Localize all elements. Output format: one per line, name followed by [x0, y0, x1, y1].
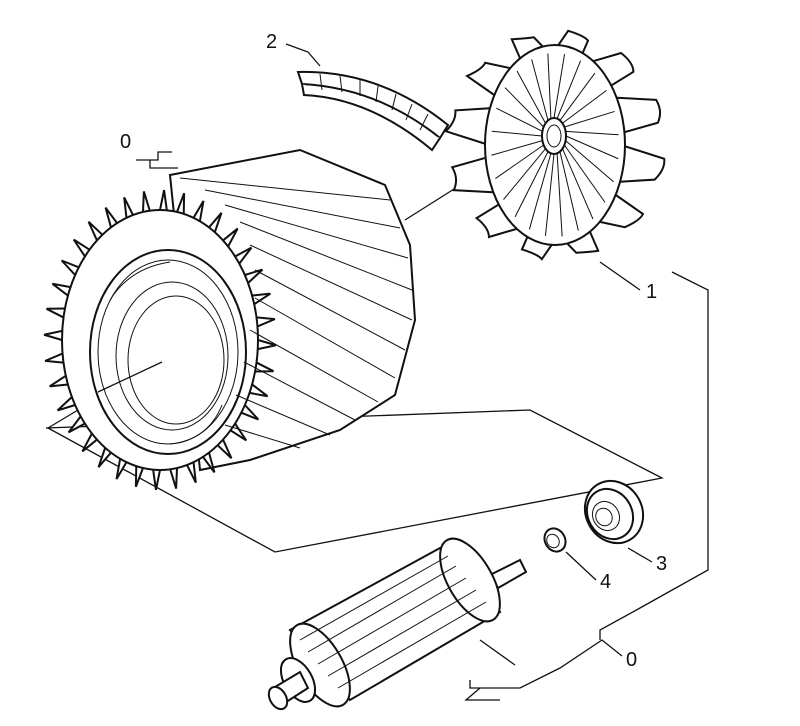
- fan-blade: [586, 51, 635, 90]
- callout-label-ring: 4: [600, 571, 611, 593]
- rotor: [267, 537, 528, 711]
- fan-spoke: [528, 153, 552, 230]
- stator-fin: [51, 282, 71, 297]
- fan-spoke: [559, 151, 579, 231]
- stator-fin: [115, 458, 128, 480]
- fan-spoke: [553, 53, 566, 119]
- fan-blade: [614, 143, 666, 184]
- fan-spoke: [491, 140, 543, 156]
- callout-label-bearing: 3: [656, 553, 667, 575]
- callout-label-segment: 2: [266, 31, 277, 53]
- fan-spoke: [516, 70, 546, 124]
- fan-spoke: [559, 72, 596, 121]
- fan-spoke: [514, 151, 549, 218]
- stator-fin: [46, 307, 65, 319]
- callout-label-fan: 1: [646, 281, 657, 303]
- stator-fin: [123, 196, 134, 218]
- fan-spoke: [565, 130, 619, 136]
- stator-fin: [222, 227, 239, 247]
- stator-fin: [43, 329, 63, 341]
- fan-spoke: [556, 60, 582, 119]
- stator-fin: [256, 316, 276, 328]
- stator-fin: [176, 192, 186, 214]
- fan-spoke: [504, 87, 544, 128]
- stator-housing: [43, 148, 417, 491]
- fan-spoke: [491, 130, 543, 137]
- stator-fin: [234, 246, 253, 265]
- stator-fin: [134, 466, 144, 488]
- retaining-ring: [543, 527, 567, 553]
- fan-spoke: [496, 107, 543, 132]
- stator-fin: [152, 469, 161, 491]
- fan-spoke: [495, 144, 544, 179]
- fan-blade: [474, 200, 524, 239]
- fan-blade: [510, 36, 549, 65]
- fan-spoke: [562, 148, 594, 220]
- fan-blade: [561, 225, 600, 254]
- segment-part: [296, 70, 450, 152]
- fan-wheel: [443, 29, 666, 261]
- stator-fin: [257, 339, 277, 351]
- stator-fin: [104, 206, 118, 228]
- stator-fin: [186, 462, 197, 484]
- stator-fin: [81, 433, 98, 453]
- stator-fin: [60, 259, 80, 276]
- fan-spoke: [562, 89, 607, 124]
- stator-fin: [192, 200, 205, 222]
- stator-fin: [249, 383, 269, 398]
- stator-fin: [169, 467, 179, 489]
- fan-spoke: [503, 148, 546, 200]
- fan-spoke: [556, 153, 563, 237]
- stator-fin: [244, 268, 264, 284]
- fan-spoke: [563, 144, 606, 203]
- stator-fin: [97, 447, 112, 468]
- fan-spoke: [531, 59, 549, 121]
- fan-spoke: [565, 135, 619, 160]
- stator-fin: [202, 452, 216, 474]
- stator-fin: [44, 352, 64, 364]
- stator-fin: [67, 415, 86, 434]
- fan-spoke: [565, 140, 614, 183]
- stator-fin: [208, 212, 223, 233]
- ball-bearing: [583, 479, 645, 545]
- fan-spoke: [564, 110, 615, 128]
- stator-fin: [141, 191, 151, 213]
- callout-label-rotor: 0: [626, 649, 637, 671]
- stator-fin: [72, 238, 91, 257]
- fan-blade: [443, 106, 496, 147]
- stator-fin: [87, 221, 104, 241]
- fan-spoke: [544, 153, 555, 237]
- stator-fin: [216, 439, 233, 459]
- callout-label-stator: 0: [120, 131, 131, 153]
- stator-fin: [49, 374, 69, 388]
- fan-spoke: [547, 53, 552, 119]
- stator-fin: [159, 189, 168, 211]
- stator-fin: [56, 396, 76, 412]
- stator-fin: [240, 404, 260, 421]
